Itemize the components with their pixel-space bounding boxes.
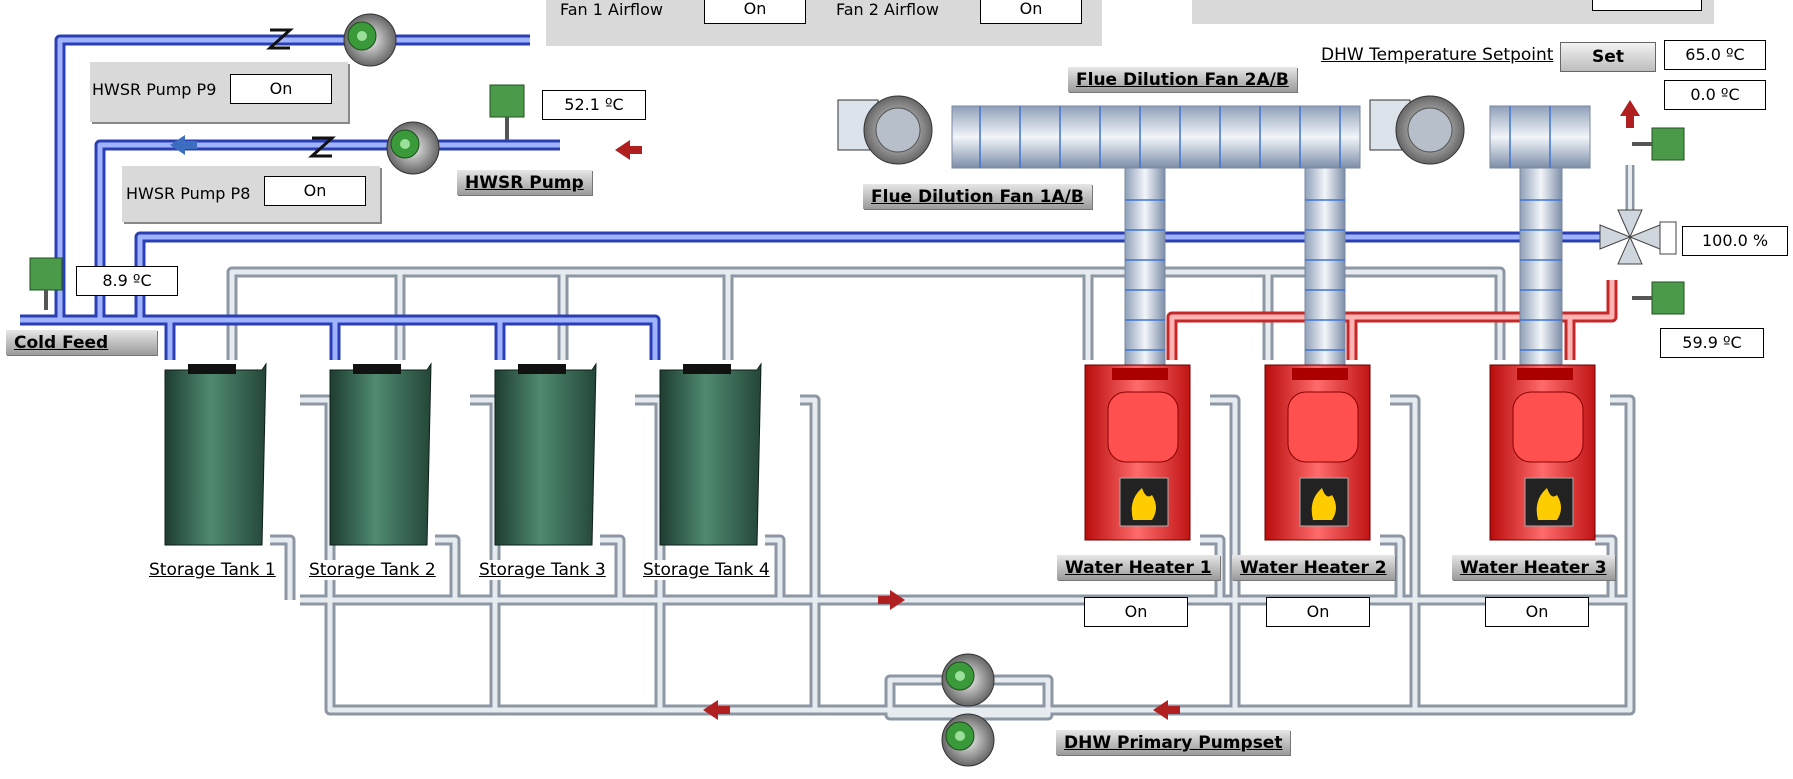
pump-icon: [343, 13, 397, 67]
sensor-icon: [1651, 127, 1685, 161]
hwsr-pump-p8-status: On: [264, 176, 366, 206]
valve-position: 100.0 %: [1682, 226, 1788, 256]
water-heater-2-title[interactable]: Water Heater 2: [1232, 555, 1395, 580]
water-heater-2-status: On: [1266, 597, 1370, 627]
check-valve-icon: [266, 28, 294, 50]
storage-tank-2-label: Storage Tank 2: [308, 560, 437, 580]
water-heater-icon: [1264, 364, 1371, 541]
storage-tank-icon: [164, 362, 267, 546]
flow-arrow-icon: [1620, 100, 1640, 128]
hwsr-pump-p9-panel: HWSR Pump P9 On: [90, 62, 348, 122]
fan2-airflow-label: Fan 2 Airflow: [836, 0, 939, 19]
storage-tank-3-label: Storage Tank 3: [478, 560, 607, 580]
flue-fan-2ab-title[interactable]: Flue Dilution Fan 2A/B: [1068, 67, 1297, 92]
fan-icon: [837, 95, 933, 165]
storage-tank-icon: [659, 362, 762, 546]
flow-arrow-icon: [1153, 700, 1180, 720]
pump-icon: [941, 653, 995, 707]
top-right-field: [1592, 0, 1702, 11]
dhw-setpoint-label: DHW Temperature Setpoint: [1320, 45, 1555, 65]
three-way-valve-icon: [1599, 209, 1677, 265]
fan-airflow-panel: Fan 1 Airflow On Fan 2 Airflow On: [546, 0, 1102, 46]
water-heater-1-status: On: [1084, 597, 1188, 627]
hwsr-pump-title[interactable]: HWSR Pump: [457, 170, 592, 195]
fan1-airflow-label: Fan 1 Airflow: [560, 0, 663, 19]
flow-arrow-icon: [878, 590, 905, 610]
flow-temp: 59.9 ºC: [1660, 328, 1764, 358]
water-heater-icon: [1489, 364, 1596, 541]
pump-icon: [386, 121, 440, 175]
sensor-icon: [1651, 281, 1685, 315]
hwsr-pump-p9-status: On: [230, 74, 332, 104]
cold-feed-title[interactable]: Cold Feed: [6, 330, 157, 355]
dhw-secondary-value: 0.0 ºC: [1664, 80, 1766, 110]
flue-fan-1ab-title[interactable]: Flue Dilution Fan 1A/B: [863, 184, 1092, 209]
pump-icon: [941, 713, 995, 767]
flow-arrow-icon: [170, 135, 197, 155]
water-heater-3-status: On: [1485, 597, 1589, 627]
fan2-airflow-value: On: [980, 0, 1082, 24]
sensor-icon: [29, 257, 63, 291]
hwsr-pump-p8-label: HWSR Pump P8: [126, 184, 251, 203]
dhw-primary-pumpset-title[interactable]: DHW Primary Pumpset: [1056, 730, 1291, 755]
flow-arrow-icon: [703, 700, 730, 720]
fan-icon: [1369, 95, 1465, 165]
check-valve-icon: [308, 136, 336, 158]
water-heater-icon: [1084, 364, 1191, 541]
dhw-setpoint-set-button[interactable]: Set: [1560, 42, 1656, 72]
storage-tank-icon: [494, 362, 597, 546]
storage-tank-4-label: Storage Tank 4: [642, 560, 771, 580]
cold-feed-temp: 8.9 ºC: [76, 266, 178, 296]
water-heater-1-title[interactable]: Water Heater 1: [1057, 555, 1220, 580]
hwsr-pump-p9-label: HWSR Pump P9: [92, 80, 217, 99]
fan1-airflow-value: On: [704, 0, 806, 24]
dhw-setpoint-value[interactable]: 65.0 ºC: [1664, 40, 1766, 70]
flow-arrow-icon: [615, 140, 642, 160]
hwsr-pump-p8-panel: HWSR Pump P8 On: [122, 166, 380, 222]
water-heater-3-title[interactable]: Water Heater 3: [1452, 555, 1615, 580]
sensor-icon: [489, 84, 525, 118]
storage-tank-1-label: Storage Tank 1: [148, 560, 277, 580]
storage-tank-icon: [329, 362, 432, 546]
hwsr-return-temp: 52.1 ºC: [542, 90, 646, 120]
